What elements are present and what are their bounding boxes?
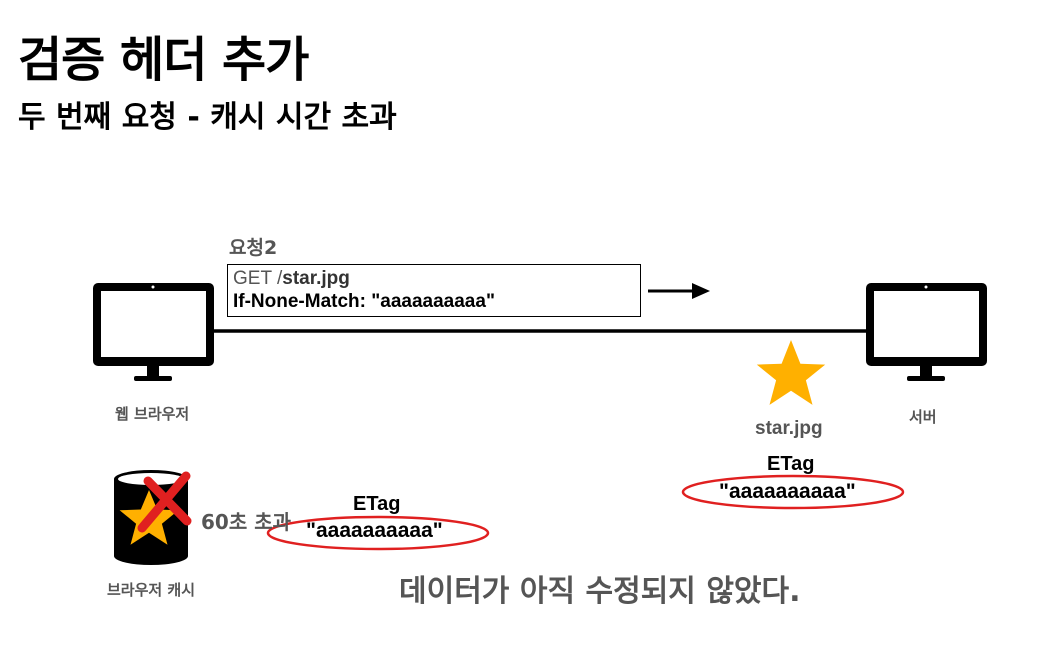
request-method: GET / bbox=[233, 268, 283, 289]
monitor-icon bbox=[93, 283, 214, 381]
page-subtitle: 두 번째 요청 - 캐시 시간 초과 bbox=[18, 100, 397, 135]
request-label: 요청2 bbox=[229, 237, 278, 259]
cache-etag-value: "aaaaaaaaaa" bbox=[306, 519, 443, 542]
server-etag-title: ETag bbox=[767, 453, 815, 475]
monitor-icon bbox=[866, 283, 987, 381]
browser-label: 웹 브라우저 bbox=[115, 405, 190, 423]
page-title: 검증 헤더 추가 bbox=[18, 32, 309, 88]
arrow-right-icon bbox=[648, 283, 710, 299]
cache-etag-highlight bbox=[266, 515, 490, 551]
request-line: GET /star.jpg bbox=[233, 268, 350, 290]
request-message-box: GET /star.jpg If-None-Match: "aaaaaaaaaa… bbox=[227, 264, 641, 317]
server-etag-highlight bbox=[681, 474, 905, 510]
conclusion-text: 데이터가 아직 수정되지 않았다. bbox=[399, 574, 801, 609]
request-path: star.jpg bbox=[282, 268, 350, 289]
x-mark-icon bbox=[137, 471, 192, 533]
star-icon bbox=[756, 340, 826, 405]
cache-expired-label: 60초 초과 bbox=[201, 510, 291, 534]
server-label: 서버 bbox=[909, 408, 937, 426]
cache-etag-title: ETag bbox=[353, 493, 401, 515]
request-header: If-None-Match: "aaaaaaaaaa" bbox=[233, 291, 495, 312]
server-resource-label: star.jpg bbox=[755, 418, 823, 439]
cache-label: 브라우저 캐시 bbox=[107, 581, 196, 599]
server-etag-value: "aaaaaaaaaa" bbox=[719, 480, 856, 503]
